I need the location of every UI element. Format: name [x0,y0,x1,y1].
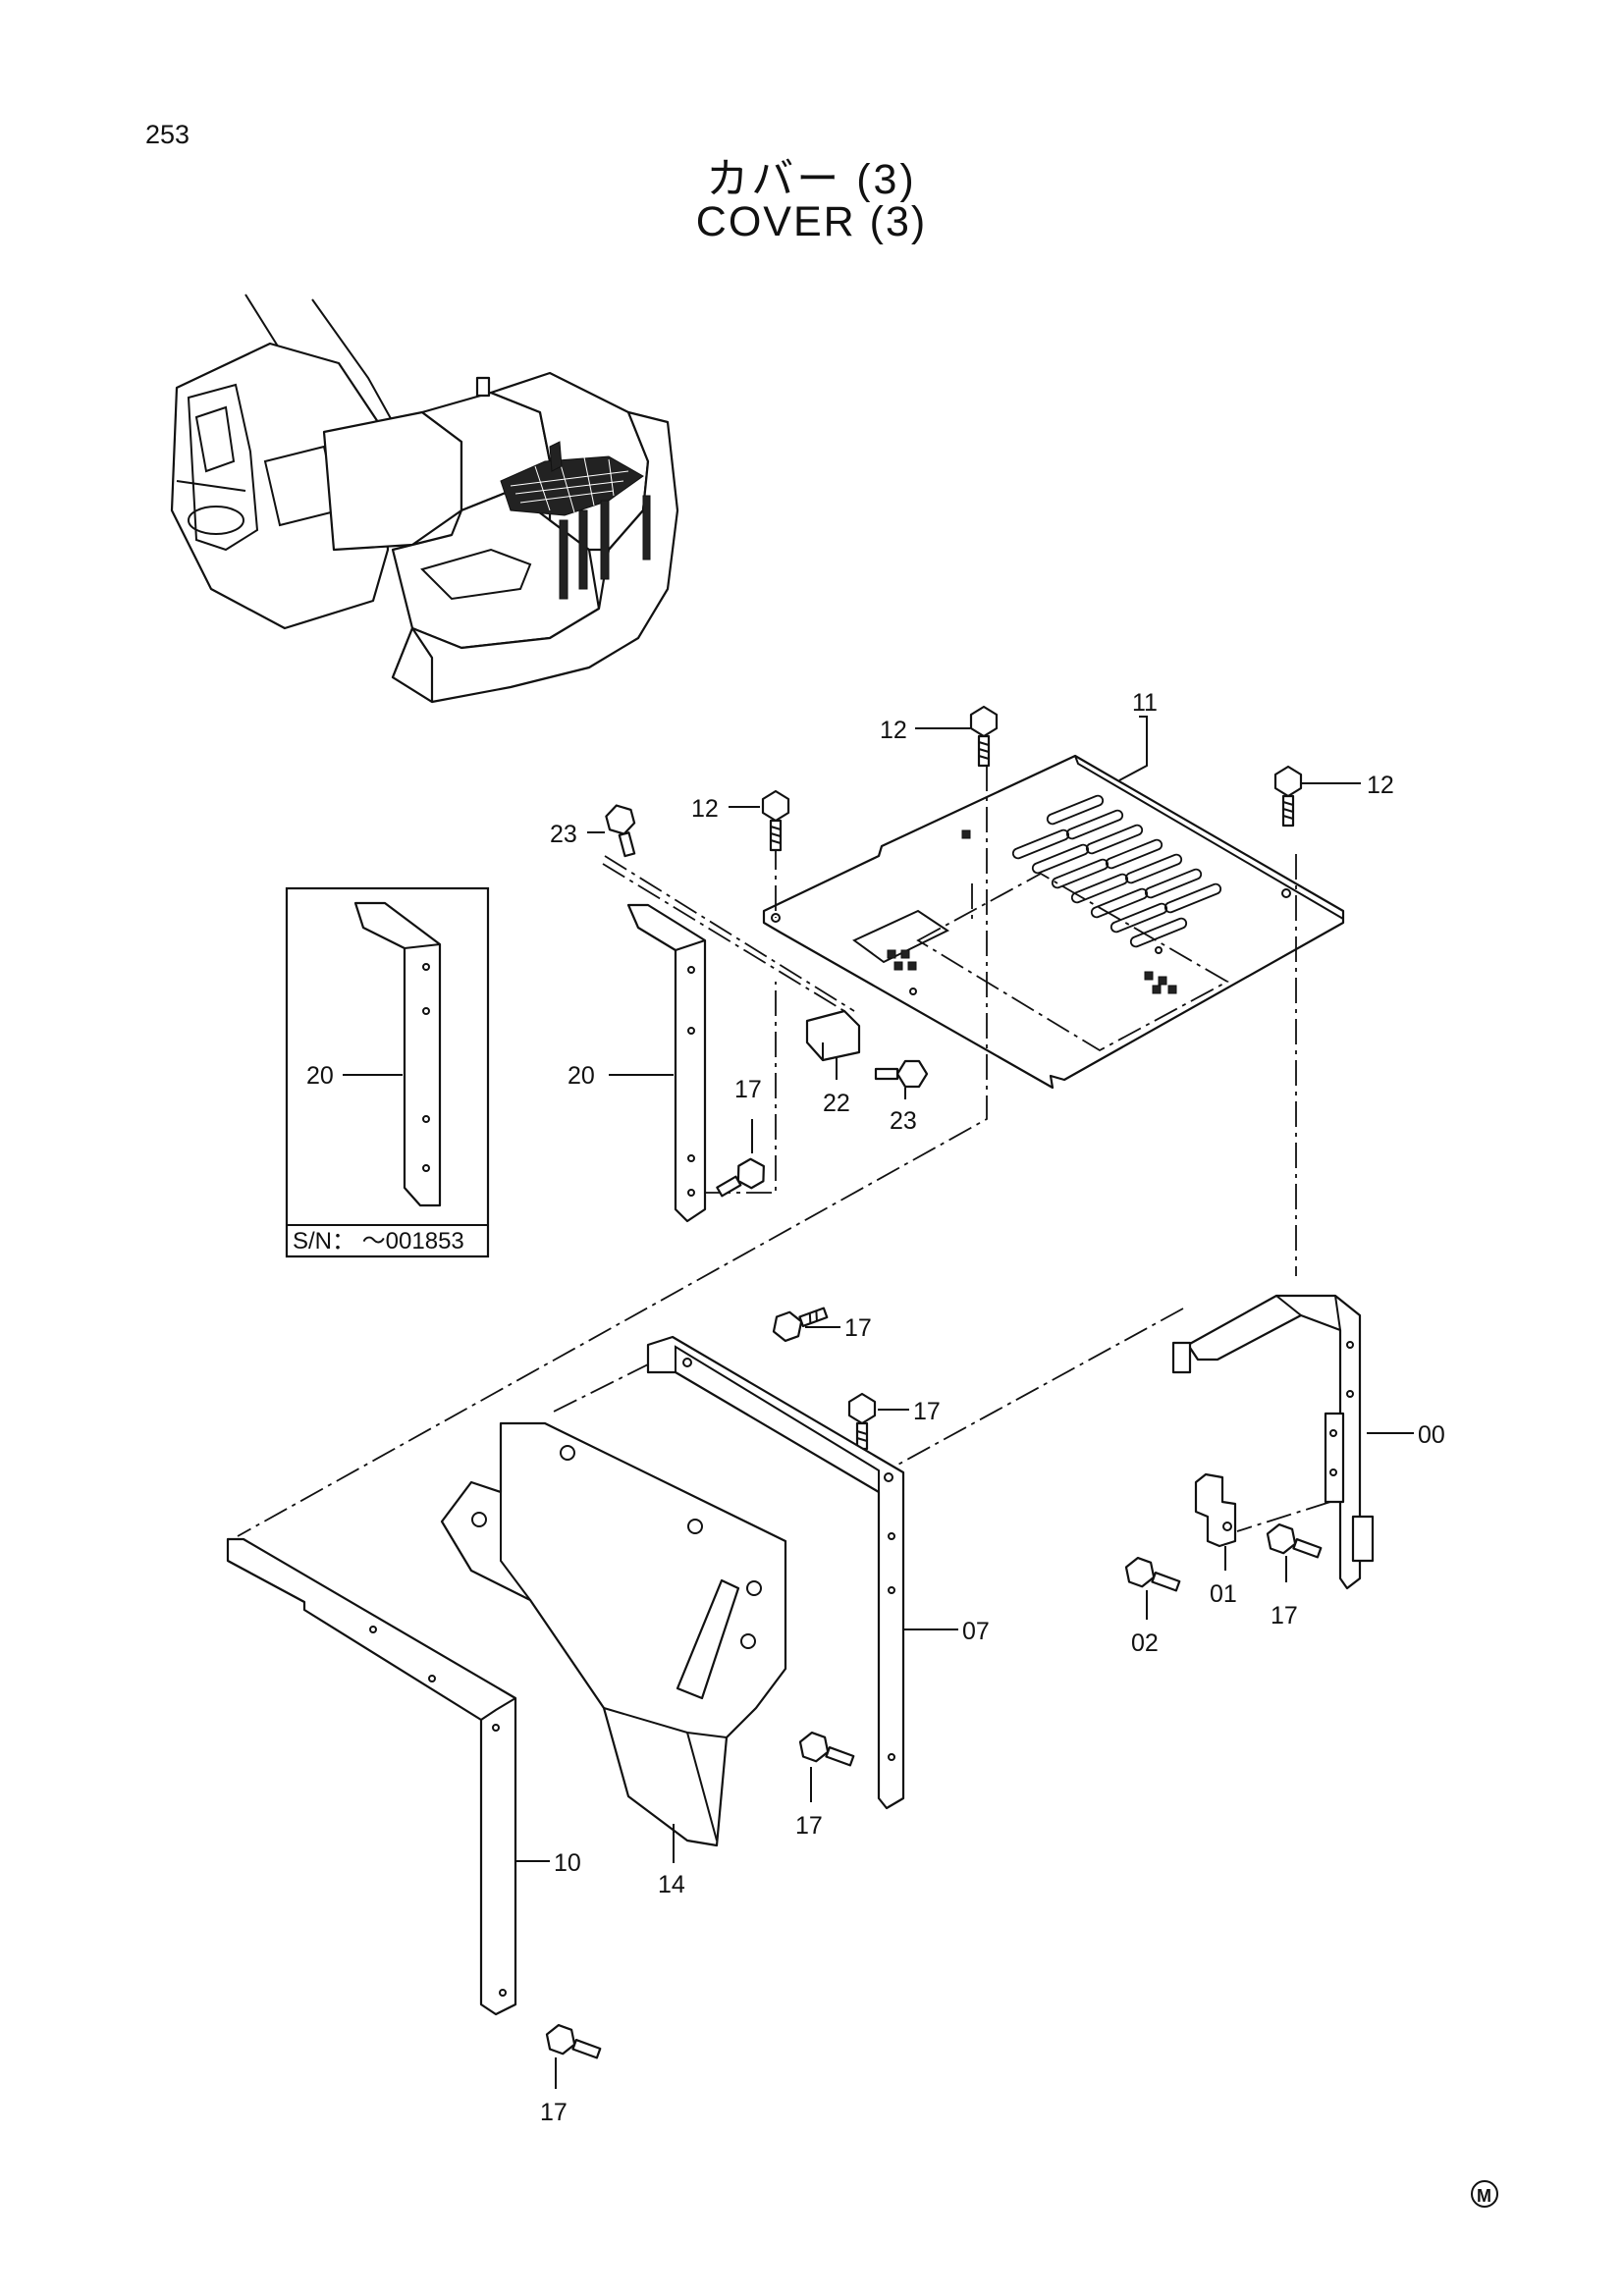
callout-12-top: 12 [880,717,907,744]
part-07-bracket [646,1335,905,1810]
callout-17-top: 17 [844,1314,872,1342]
part-00-bracket [1171,1294,1375,1590]
part-22-clip: 22 [805,1009,861,1117]
callout-01: 01 [1210,1580,1237,1608]
bolt-17-mid [847,1392,877,1451]
leader-lines [516,716,1414,2089]
callout-20-inset: 20 [306,1062,334,1090]
bolt-17-lower [798,1731,855,1767]
bolt-17-right [1266,1522,1323,1559]
part-10-bracket [226,1537,517,2016]
callout-12-right: 12 [1367,772,1394,799]
part-11-cover-plate [762,754,1345,1090]
excavator-overview-illustration [170,294,679,704]
bolt-12-top [969,705,999,768]
callout-14: 14 [658,1871,685,1898]
serial-number-note: S/N： ～001853 [293,1228,464,1255]
callout-02: 02 [1131,1629,1159,1657]
callout-12-left: 12 [691,795,719,823]
circled-m-mark: M [1471,2180,1498,2208]
callout-17-mid: 17 [913,1398,941,1425]
svg-text:M: M [1477,2186,1491,2206]
callout-17-bottom: 17 [540,2099,568,2126]
highlighted-cover-area [500,441,651,600]
part-14-guard [440,1421,787,1847]
bolt-23-top [605,804,636,858]
page-title-japanese: カバー (3) [706,156,917,203]
bolt-17-bottom [545,2023,602,2059]
page-number: 253 [145,120,190,149]
callout-07: 07 [962,1618,990,1645]
callout-labels: 11 12 12 12 23 23 17 17 17 00 01 17 02 0… [540,689,1445,2126]
bolt-17-top [772,1307,829,1343]
callout-11: 11 [1132,689,1158,717]
bolts [545,705,1323,2059]
inset-box-early-serial: 20 S/N： ～001853 [285,886,490,1258]
callout-23-top: 23 [550,821,577,848]
assembly-lines [237,766,1331,1537]
callout-20-main: 20 [568,1062,595,1090]
callout-17-right: 17 [1271,1602,1298,1629]
callout-00: 00 [1418,1421,1445,1449]
callout-17-bracket: 17 [734,1076,762,1103]
bolt-12-right [1273,765,1303,828]
part-01-small-bracket [1194,1472,1237,1548]
callout-17-lower: 17 [795,1812,823,1840]
bolt-23-bottom [874,1059,929,1089]
bolt-17-bracket [716,1157,765,1198]
bolt-02 [1124,1556,1181,1592]
callout-10: 10 [554,1849,581,1877]
bolt-12-left [761,789,790,852]
callout-22: 22 [823,1090,850,1117]
page-title-english: COVER (3) [695,198,928,245]
callout-23-bottom: 23 [890,1107,917,1135]
